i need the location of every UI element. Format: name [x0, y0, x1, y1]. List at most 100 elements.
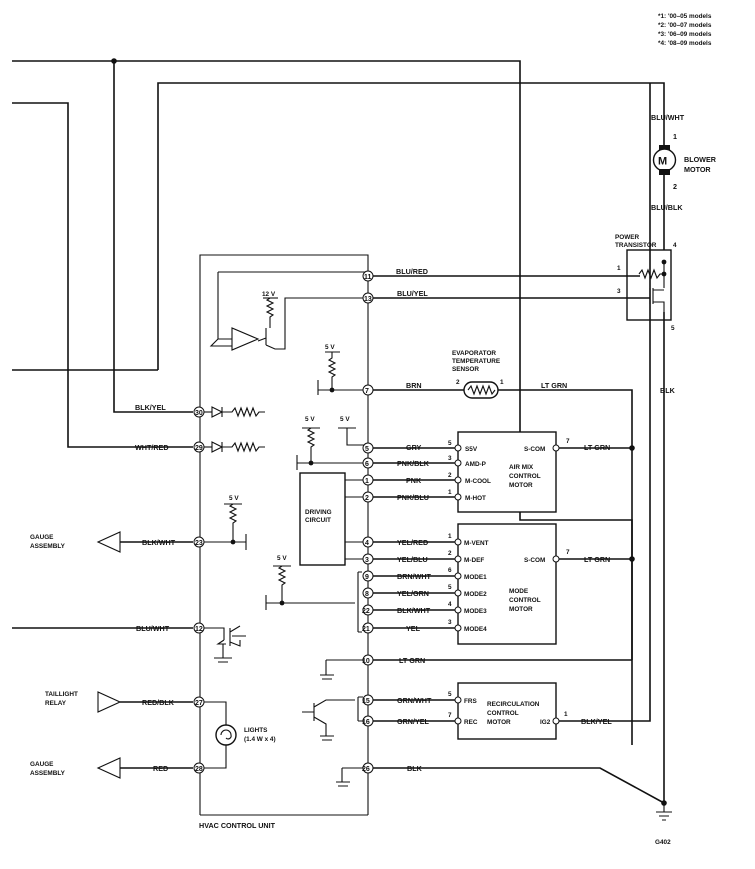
pin-8: 8 — [365, 591, 369, 598]
mode-scom: S-COM — [524, 557, 545, 564]
pin-11: 11 — [364, 274, 372, 281]
mode-scom-wire: LT GRN — [584, 555, 610, 564]
blower-title-2: MOTOR — [684, 165, 711, 174]
pin-27: 27 — [195, 700, 203, 707]
driving-circuit-2: CIRCUIT — [305, 517, 331, 524]
power-transistor-pin-5: 5 — [671, 325, 675, 332]
mode-pin-1: 1 — [448, 533, 452, 540]
pin-15: 15 — [362, 698, 370, 705]
power-transistor: POWER TRANSISTOR 4 1 3 5 — [615, 234, 677, 803]
wire-blu-red: BLU/RED — [396, 267, 428, 276]
note-2: *2: '00–07 models — [658, 22, 712, 29]
mode-mode4: MODE4 — [464, 626, 487, 633]
v5-amd-label-2: 5 V — [340, 416, 350, 423]
wire-wht-red: WHT/RED — [135, 443, 169, 452]
pin-12: 12 — [195, 626, 203, 633]
gauge1-title-1: GAUGE — [30, 534, 54, 541]
airmix-title-2: CONTROL — [509, 473, 541, 480]
wire-blk-yel: BLK/YEL — [135, 403, 166, 412]
airmix-s5v: S5V — [465, 446, 478, 453]
driving-circuit: DRIVING CIRCUIT — [299, 472, 363, 566]
blower-motor: BLU/WHT 1 M BLOWER MOTOR 2 BLU/BLK — [651, 102, 717, 262]
taillight-title-2: RELAY — [45, 700, 67, 707]
gauge2-title-1: GAUGE — [30, 761, 54, 768]
recirc-frs: FRS — [464, 698, 478, 705]
hvac-box-outline — [199, 254, 369, 815]
mode-mode2: MODE2 — [464, 591, 487, 598]
pin-16: 16 — [362, 719, 370, 726]
blower-pin-in: 1 — [673, 132, 677, 141]
pin-1: 1 — [365, 478, 369, 485]
recirc-title-1: RECIRCULATION — [487, 701, 540, 708]
blower-m-label: M — [658, 156, 667, 168]
hvac-control-unit: HVAC CONTROL UNIT — [199, 254, 369, 830]
mode-m-def: M-DEF — [464, 557, 484, 564]
airmix-pin-3: 3 — [448, 455, 452, 462]
blower-brush-bottom — [659, 169, 670, 175]
v5-evap-label: 5 V — [325, 344, 335, 351]
airmix-title-3: MOTOR — [509, 482, 533, 489]
pin-7: 7 — [365, 388, 369, 395]
hvac-title: HVAC CONTROL UNIT — [199, 821, 276, 830]
wire-blk-transistor: BLK — [660, 386, 676, 395]
airmix-pin-1: 1 — [448, 489, 452, 496]
airmix-m-cool: M-COOL — [465, 478, 491, 485]
lights-title-1: LIGHTS — [244, 727, 268, 734]
air-mix-circuit: 5 V 5 V 5 GRY 6 PNK/BLK 1 PNK 2 PNK/BLU … — [296, 416, 635, 513]
blower-amp-circuit: 12 V — [209, 271, 368, 351]
power-transistor-pin-1: 1 — [617, 265, 621, 272]
evap-sensor-circuit: 5 V 7 BRN EVAPORATOR TEMPERATURE SENSOR … — [317, 344, 633, 660]
recirc-motor-box — [457, 682, 557, 740]
evap-title-2: TEMPERATURE — [452, 358, 501, 365]
evap-pin-2: 2 — [456, 379, 460, 386]
recirc-rec: REC — [464, 719, 478, 726]
recirc-pin-7: 7 — [448, 712, 452, 719]
pin-9: 9 — [365, 574, 369, 581]
gauge2-title-2: ASSEMBLY — [30, 770, 66, 777]
ground-circuit: 26 BLK BLK G402 — [336, 386, 676, 846]
pin-4: 4 — [365, 540, 369, 547]
airmix-amd-p: AMD-P — [465, 461, 487, 468]
lights-title-2: (1.4 W x 4) — [244, 736, 276, 743]
pin-22: 22 — [362, 608, 370, 615]
model-notes: *1: '00–05 models *2: '00–07 models *3: … — [658, 13, 712, 47]
pin-21: 21 — [362, 626, 370, 633]
pin-12-circuit: BLU/WHT 12 — [12, 622, 246, 663]
recirc-ig2: IG2 — [540, 719, 551, 726]
lights-circuit: TAILLIGHT RELAY RED/BLK 27 LIGHTS (1.4 W… — [30, 691, 276, 779]
pin-23: 23 — [195, 540, 203, 547]
power-transistor-pin-4: 4 — [673, 242, 677, 249]
wire-red: RED — [153, 764, 168, 773]
mode-pin-4: 4 — [448, 601, 452, 608]
wire-brn: BRN — [406, 381, 422, 390]
note-4: *4: '08–09 models — [658, 40, 712, 47]
airmix-scom-pin: 7 — [566, 438, 570, 445]
pin-2: 2 — [365, 495, 369, 502]
wire-blk-yel-ig2: BLK/YEL — [581, 717, 612, 726]
mode-pin-5: 5 — [448, 584, 452, 591]
gauge1-title-2: ASSEMBLY — [30, 543, 66, 550]
airmix-pin-2: 2 — [448, 472, 452, 479]
mode-m-vent: M-VENT — [464, 540, 489, 547]
recirc-title-2: CONTROL — [487, 710, 519, 717]
power-transistor-pin-3: 3 — [617, 288, 621, 295]
taillight-title-1: TAILLIGHT — [45, 691, 78, 698]
driving-circuit-box — [299, 472, 346, 566]
mode-pin-3: 3 — [448, 619, 452, 626]
evap-title-1: EVAPORATOR — [452, 350, 496, 357]
recirc-circuit: 15 GRN/WHT 16 GRN/YEL 5 FRS 7 REC RECIRC… — [302, 83, 651, 741]
blower-brush-top — [659, 145, 670, 151]
power-transistor-title-2: TRANSISTOR — [615, 242, 657, 249]
blower-pin-out: 2 — [673, 182, 677, 191]
pin-26: 26 — [362, 766, 370, 773]
v5-gauge-label: 5 V — [229, 495, 239, 502]
pin-6: 6 — [365, 461, 369, 468]
wire-blu-yel: BLU/YEL — [397, 289, 428, 298]
mode-scom-pin: 7 — [566, 549, 570, 556]
airmix-scom: S-COM — [524, 446, 545, 453]
pin-10-circuit: 10 LT GRN — [320, 654, 632, 680]
ground-g402: G402 — [655, 839, 671, 846]
airmix-title-1: AIR MIX — [509, 464, 534, 471]
power-transistor-title-1: POWER — [615, 234, 640, 241]
